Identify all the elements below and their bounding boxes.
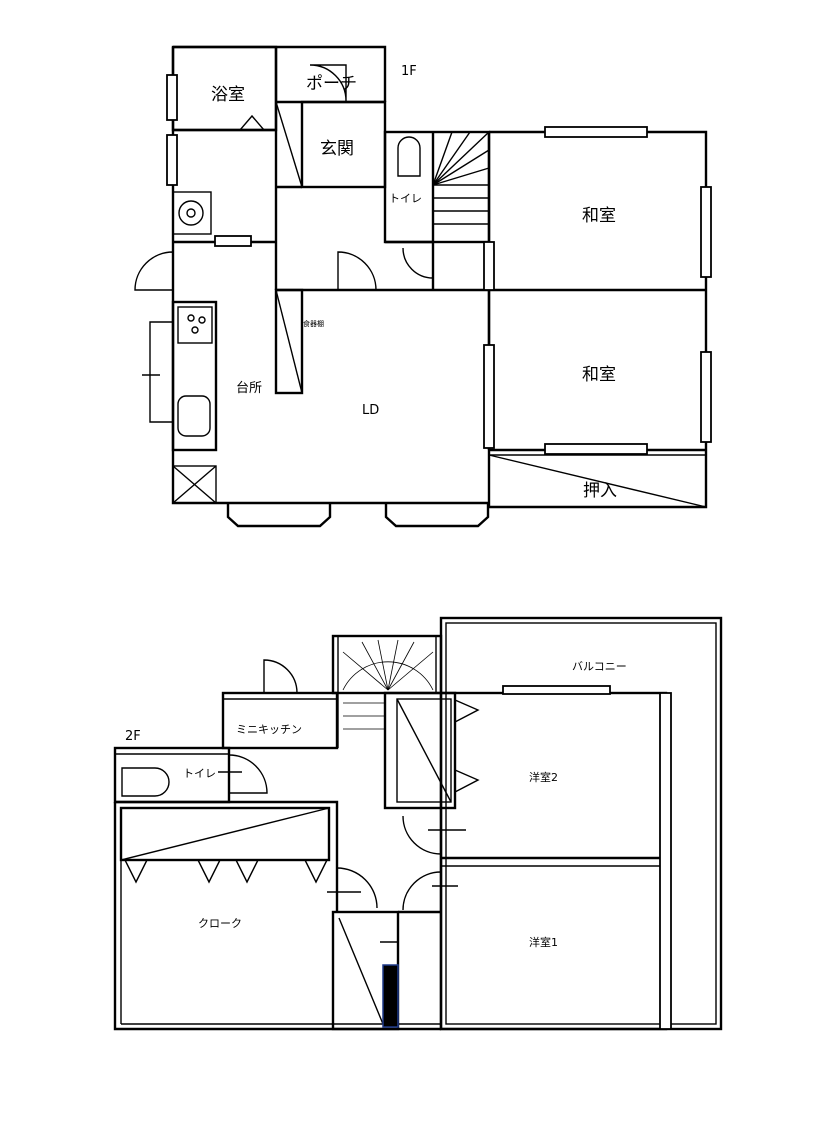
cabinet-wall	[274, 288, 304, 395]
cloak-hangers	[124, 859, 328, 884]
room-label-western2: 洋室2	[529, 770, 558, 784]
room-label-cabinet: 食器棚	[303, 319, 324, 328]
fridge	[172, 465, 217, 504]
room-label-bath: 浴室	[211, 85, 245, 105]
kitchen-counter	[171, 300, 218, 452]
room-label-toilet-2f: トイレ	[183, 767, 216, 780]
room-label-balcony: バルコニー	[572, 660, 627, 673]
floor1-label: 1F	[401, 64, 417, 79]
toilet-2f-bowl	[121, 767, 170, 797]
kitchen-outside-door	[134, 251, 174, 291]
room-label-closet: 押入	[583, 481, 617, 501]
cloak-shelf	[119, 806, 331, 862]
cloak-door	[336, 867, 378, 909]
toilet-door	[402, 247, 434, 279]
cabinet-diagonal	[275, 289, 303, 394]
room-label-entrance: 玄関	[320, 139, 354, 159]
washbasin-bowl	[178, 200, 204, 226]
storage-box-diagonal	[396, 698, 452, 803]
washbasin-drain	[186, 208, 196, 218]
cloak-shelf-diagonal	[120, 807, 330, 861]
room-label-ld: LD	[362, 403, 379, 418]
room-label-porch: ポーチ	[306, 74, 357, 94]
floor1-stairs	[432, 131, 490, 225]
stove	[177, 306, 213, 344]
room-label-western1: 洋室1	[529, 935, 558, 949]
western2-window-top	[502, 685, 611, 695]
storage-box-outer	[383, 691, 457, 810]
bath-door-mark	[239, 114, 265, 131]
washitsu-a-door-frame	[483, 241, 495, 291]
hall-closet-diagonal	[338, 917, 384, 1025]
kitchen-bay	[149, 321, 173, 423]
bay-window-1	[226, 503, 332, 528]
toilet-2f-door	[228, 754, 268, 794]
washitsu-b-door-frame	[483, 344, 495, 449]
mini-kitchen-door	[263, 659, 298, 694]
bath-window	[166, 74, 178, 121]
burner-3	[191, 326, 199, 334]
fridge-cross-2	[172, 465, 217, 504]
room-label-mini-kitchen: ミニキッチン	[236, 723, 302, 736]
burner-1	[187, 314, 195, 322]
stair-block	[383, 130, 491, 244]
western2-door	[402, 815, 442, 855]
western-rooms-wall	[439, 691, 668, 1031]
room-label-kitchen: 台所	[236, 381, 262, 396]
mini-kitchen-wall	[221, 691, 339, 750]
washitsu-a-window-right	[700, 186, 712, 278]
western-window-strip	[659, 692, 672, 1030]
washitsu-a-window-top	[544, 126, 648, 138]
porch-door	[309, 64, 347, 102]
hanger-mark-1	[454, 699, 480, 723]
washitsu-b-window-right	[700, 351, 712, 443]
floor1-plan	[134, 45, 712, 528]
room-label-cloak: クローク	[198, 917, 242, 930]
washbasin	[172, 191, 212, 235]
floor1-outer-wall	[171, 45, 708, 509]
room-label-washitsu-b: 和室	[582, 365, 616, 385]
toilet-bowl	[397, 136, 421, 177]
washroom-door-frame	[214, 235, 252, 247]
storage-box-inner	[396, 698, 452, 803]
balcony-outer	[439, 616, 723, 1031]
entrance-diagonal	[275, 101, 303, 188]
balcony-inner	[445, 622, 717, 1025]
hall-door	[337, 251, 377, 291]
western1-door	[402, 871, 442, 911]
washroom-window	[166, 134, 178, 186]
room-label-toilet-1f: トイレ	[389, 192, 422, 205]
hall-closet-fixture	[382, 964, 399, 1028]
floor2-label: 2F	[125, 729, 141, 744]
burner-2	[198, 316, 206, 324]
hanger-mark-2	[454, 769, 480, 793]
closet-diagonal	[488, 454, 707, 508]
room-label-washitsu-a: 和室	[582, 206, 616, 226]
washitsu-b-window-bottom	[544, 443, 648, 455]
floor2-plan	[113, 616, 723, 1031]
bay-window-2	[384, 503, 490, 528]
sink	[177, 395, 211, 437]
floor2-stairs	[342, 639, 434, 730]
